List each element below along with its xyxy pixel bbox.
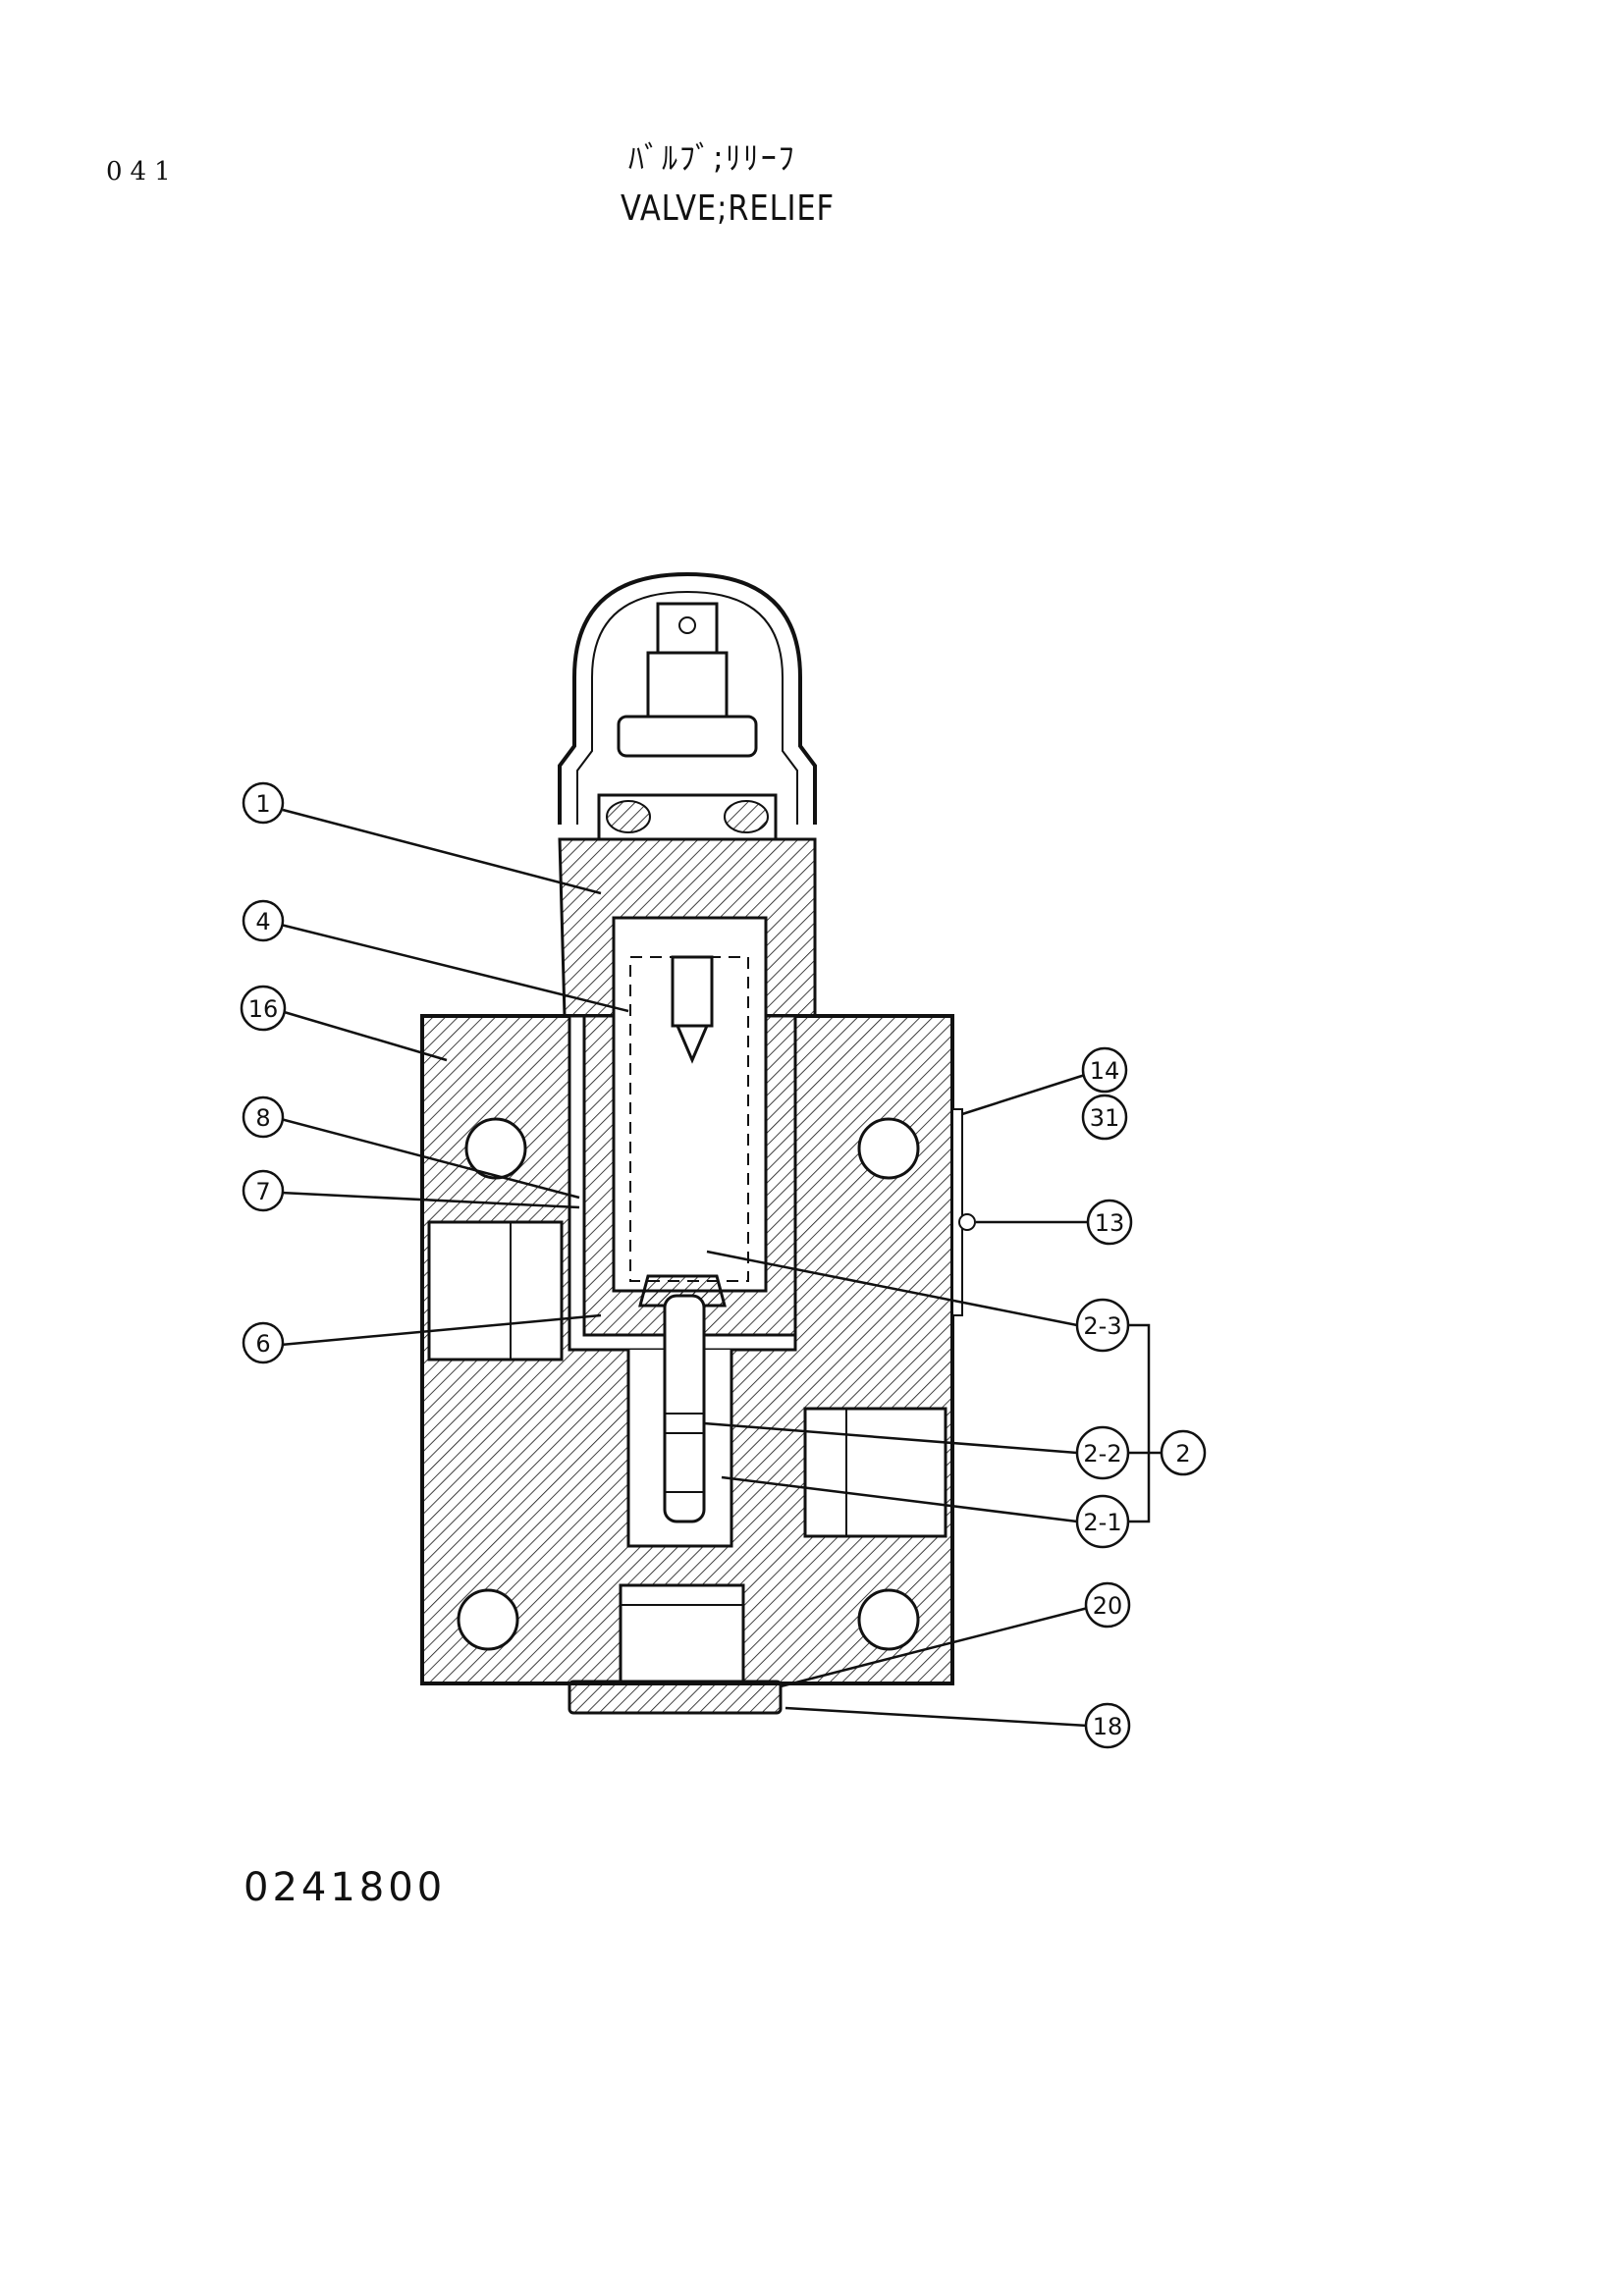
leader-lines — [280, 808, 1163, 1728]
callout-7: 7 — [242, 1169, 285, 1212]
callout-7-text: 7 — [255, 1178, 270, 1205]
cartridge — [558, 837, 817, 1523]
callout-2-text: 2 — [1175, 1440, 1190, 1468]
callout-18-text: 18 — [1093, 1713, 1123, 1740]
callout-16: 16 — [240, 985, 287, 1032]
callout-20-text: 20 — [1093, 1592, 1123, 1620]
cap-and-nut — [558, 571, 817, 841]
callout-1: 1 — [242, 781, 285, 825]
callout-6-text: 6 — [255, 1330, 270, 1358]
callout-8: 8 — [242, 1095, 285, 1139]
callout-14-text: 14 — [1090, 1057, 1120, 1085]
callout-20: 20 — [1084, 1581, 1131, 1629]
callout-16-text: 16 — [248, 995, 279, 1023]
callout-2-1-text: 2-1 — [1083, 1509, 1121, 1536]
callout-2-2-text: 2-2 — [1083, 1440, 1121, 1468]
callout-2-2: 2-2 — [1075, 1425, 1130, 1480]
callout-31: 31 — [1081, 1094, 1128, 1141]
callout-labels: 1 4 16 8 7 6 14 31 — [240, 781, 1207, 1749]
callout-4: 4 — [242, 899, 285, 942]
callout-2-3: 2-3 — [1075, 1298, 1130, 1353]
callout-2-1: 2-1 — [1075, 1494, 1130, 1549]
callout-13-text: 13 — [1095, 1209, 1125, 1237]
callout-4-text: 4 — [255, 908, 270, 935]
callout-8-text: 8 — [255, 1104, 270, 1132]
callout-6: 6 — [242, 1321, 285, 1364]
page-number: 041 — [106, 157, 179, 187]
callout-18: 18 — [1084, 1702, 1131, 1749]
callout-1-text: 1 — [255, 790, 270, 818]
callout-2-3-text: 2-3 — [1083, 1312, 1121, 1340]
callout-14: 14 — [1081, 1046, 1128, 1094]
document-code: 0241800 — [243, 1865, 447, 1910]
title-japanese: ﾊﾞﾙﾌﾞ;ﾘﾘｰﾌ — [628, 139, 796, 177]
callout-13: 13 — [1086, 1199, 1133, 1246]
callout-31-text: 31 — [1090, 1104, 1120, 1132]
title-english: VALVE;RELIEF — [621, 188, 835, 229]
callout-2: 2 — [1160, 1429, 1207, 1476]
